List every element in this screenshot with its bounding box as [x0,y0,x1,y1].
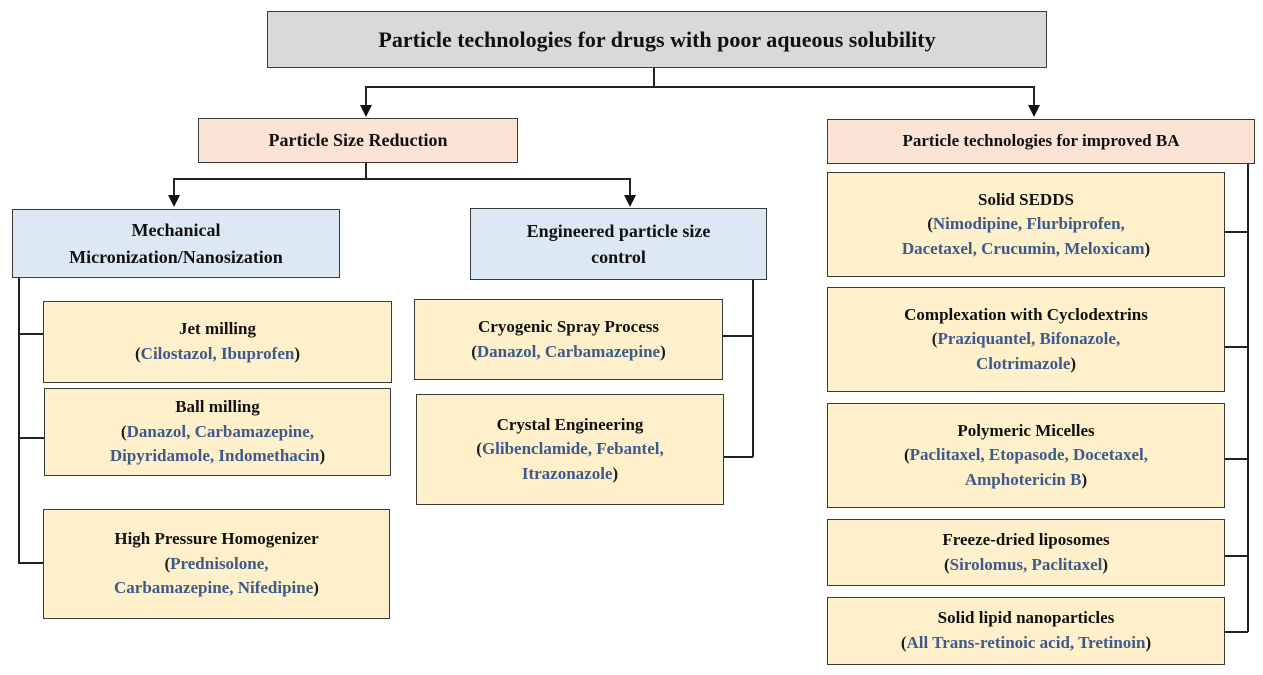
drug-list: (Nimodipine, Flurbiprofen, [927,214,1125,234]
arrow-down-icon [360,105,372,117]
technique-name: Jet milling [179,319,256,339]
technique-name: Cryogenic Spray Process [478,316,659,336]
technique-polymeric-micelles: Polymeric Micelles (Paclitaxel, Etopasod… [827,403,1225,508]
technique-ball-milling: Ball milling (Danazol, Carbamazepine, Di… [44,388,391,476]
drug-list: (All Trans-retinoic acid, Tretinoin) [900,633,1152,652]
technique-solid-lipid-nanoparticles: Solid lipid nanoparticles (All Trans-ret… [827,597,1225,665]
connector [18,277,20,564]
connector [365,86,367,106]
drug-list: Itrazonazole) [521,463,619,483]
connector [723,335,753,337]
connector [365,86,1035,88]
arrow-down-icon [1028,105,1040,117]
drug-list: Dacetaxel, Crucumin, Meloxicam) [901,238,1151,258]
technique-high-pressure-homogenizer: High Pressure Homogenizer (Prednisolone,… [43,509,390,619]
connector [1225,231,1248,233]
subcategory-label: Engineered particle size [526,220,711,241]
arrow-down-icon [168,195,180,207]
connector [752,279,754,457]
subcategory-engineered: Engineered particle size control [470,208,767,280]
diagram-title: Particle technologies for drugs with poo… [267,11,1047,68]
drug-list: Dipyridamole, Indomethacin) [109,446,326,466]
technique-name: Ball milling [175,397,260,417]
connector [1225,631,1248,633]
drug-list: (Prednisolone, [164,553,269,573]
technique-cyclodextrins: Complexation with Cyclodextrins (Praziqu… [827,287,1225,392]
connector [1225,555,1248,557]
subcategory-mechanical: Mechanical Micronization/Nanosization [12,209,340,278]
technique-crystal-engineering: Crystal Engineering (Glibenclamide, Feba… [416,394,724,505]
connector [629,178,631,196]
subcategory-label: control [591,247,646,267]
subcategory-label: Micronization/Nanosization [69,246,283,267]
drug-list: (Danazol, Carbamazepine) [471,341,666,361]
technique-name: Complexation with Cyclodextrins [904,304,1148,324]
drug-list: (Paclitaxel, Etopasode, Docetaxel, [903,445,1149,465]
title-text: Particle technologies for drugs with poo… [378,26,936,52]
technique-name: Polymeric Micelles [957,420,1095,440]
category-label: Particle technologies for improved BA [902,131,1180,151]
connector [1033,86,1035,106]
connector [18,562,44,564]
connector [723,456,753,458]
technique-cryogenic-spray: Cryogenic Spray Process (Danazol, Carbam… [414,299,723,380]
drug-list: Clotrimazole) [975,353,1077,373]
drug-list: (Sirolomus, Paclitaxel) [943,554,1109,574]
technique-name: Crystal Engineering [496,414,644,434]
arrow-down-icon [624,195,636,207]
technique-name: Freeze-dried liposomes [942,529,1110,549]
connector [365,162,367,179]
technique-name: Solid lipid nanoparticles [937,608,1115,628]
technique-solid-sedds: Solid SEDDS (Nimodipine, Flurbiprofen, D… [827,172,1225,277]
drug-list: (Glibenclamide, Febantel, [476,439,664,459]
connector [1247,163,1249,632]
technique-name: High Pressure Homogenizer [114,529,319,549]
drug-list: (Cilostazol, Ibuprofen) [135,344,300,363]
drug-list: (Danazol, Carbamazepine, [120,421,315,441]
drug-list: Amphotericin B) [964,469,1088,489]
subcategory-label: Mechanical [131,220,221,241]
drug-list: (Praziquantel, Bifonazole, [931,329,1121,349]
technique-jet-milling: Jet milling (Cilostazol, Ibuprofen) [43,301,392,383]
connector [173,178,175,196]
category-label: Particle Size Reduction [268,130,448,151]
connector [1225,346,1248,348]
technique-name: Solid SEDDS [978,189,1074,209]
category-size-reduction: Particle Size Reduction [198,118,518,163]
drug-list: Carbamazepine, Nifedipine) [114,578,319,598]
connector [173,178,631,180]
category-improved-ba: Particle technologies for improved BA [827,119,1255,164]
connector [653,67,655,87]
connector [18,437,44,439]
connector [1225,458,1248,460]
technique-freeze-dried-liposomes: Freeze-dried liposomes (Sirolomus, Pacli… [827,519,1225,586]
connector [18,333,44,335]
